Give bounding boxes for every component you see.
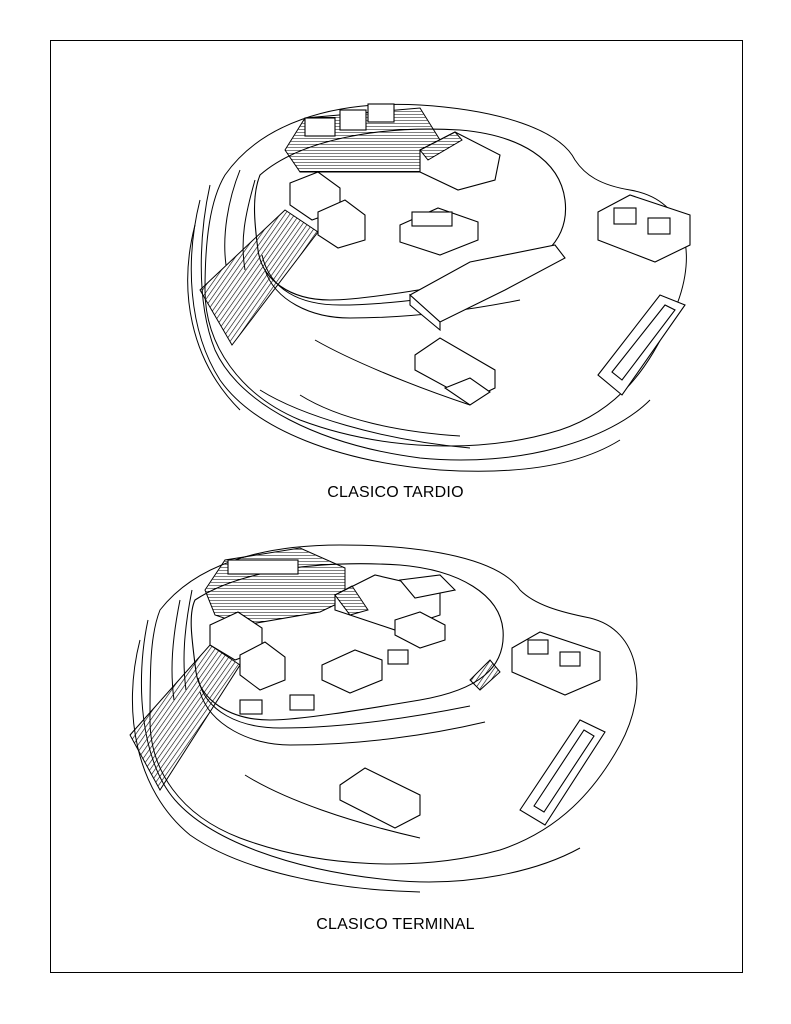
central-structure [321,649,383,694]
figure-frame [50,40,743,973]
south-building [339,767,421,829]
terrain-contour [190,199,621,472]
west-structure [317,199,366,249]
small-platform [387,649,409,665]
central-building [411,211,453,227]
small-platform [239,699,263,715]
plaza-edge [264,269,521,319]
compound-room [559,651,581,667]
east-stair [334,585,369,616]
plaza-edge [197,677,471,729]
south-annex [443,377,491,406]
terrain-contour [244,774,421,839]
terrain-contour [299,394,461,437]
caption-clasico-terminal: CLASICO TERMINAL [316,916,475,933]
terrain-contour [131,639,421,893]
compound-room [613,207,637,225]
plan-clasico-terminal [129,544,638,893]
east-range [409,293,441,332]
long-building-roof [533,729,595,813]
east-stair [419,131,463,161]
compound-room [647,217,671,235]
grand-staircase [129,644,241,791]
compound-structure [511,631,601,696]
long-building-roof [611,304,676,381]
plaza-edge [199,691,486,746]
terrain-contour [224,169,241,266]
terrain-contour [187,224,241,411]
plan-clasico-tardio [187,103,691,472]
terrain-contour [259,389,471,449]
terrain-contour [314,339,471,406]
temple-building [339,109,367,131]
compound-structure [597,194,691,263]
temple-building [304,117,336,137]
temple-building [227,559,299,575]
terrain-contour [149,544,638,865]
east-structure [394,611,446,649]
compound-room [527,639,549,655]
temple-building [367,103,395,123]
caption-clasico-tardio: CLASICO TARDIO [327,484,464,501]
west-structure [239,641,286,691]
terrain-contour [200,184,651,461]
small-platform [289,694,315,711]
east-wing [398,574,457,599]
east-staircase [469,659,501,691]
